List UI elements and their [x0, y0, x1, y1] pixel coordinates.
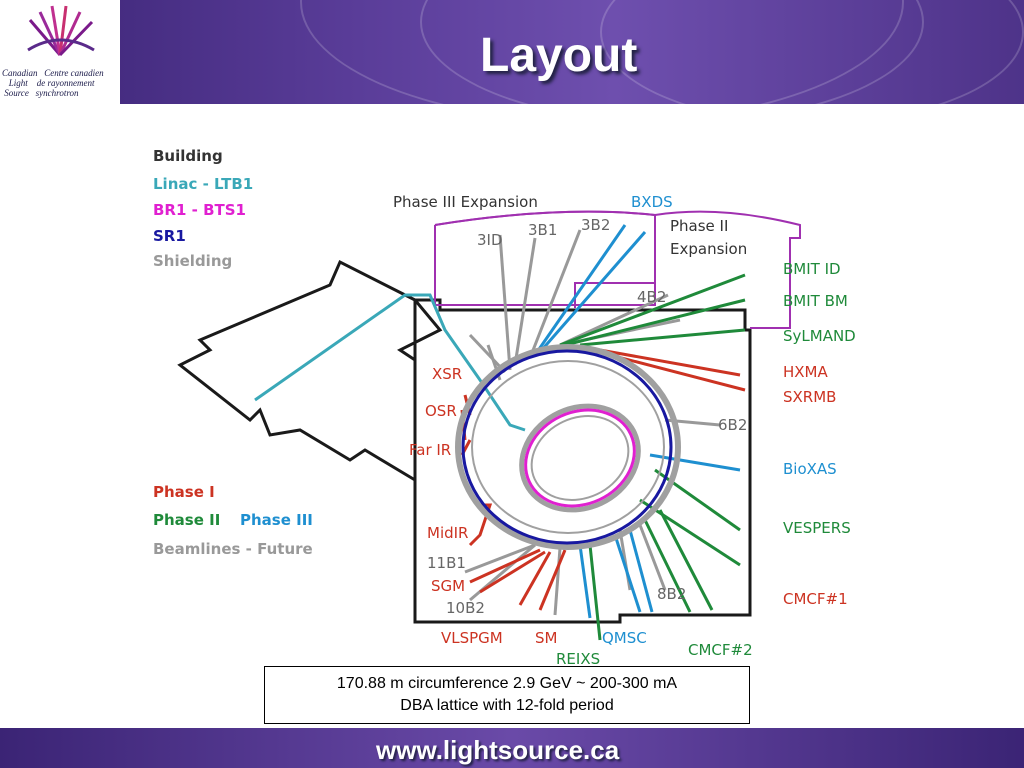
legend-linac: Linac - LTB1	[153, 175, 253, 193]
phase3-beamlines	[533, 224, 741, 619]
label-midir: MidIR	[427, 524, 468, 542]
label-bmit-id: BMIT ID	[783, 260, 841, 278]
header-banner	[0, 0, 1024, 104]
label-bioxas: BioXAS	[783, 460, 837, 478]
storage-ring	[455, 344, 681, 550]
legend-phase2: Phase II	[153, 511, 220, 529]
page-title: Layout	[480, 29, 638, 82]
logo-icon	[27, 5, 95, 57]
future-beamlines	[464, 229, 721, 616]
label-vlspgm: VLSPGM	[441, 629, 503, 647]
legend-phase1: Phase I	[153, 483, 215, 501]
label-sylmand: SyLMAND	[783, 327, 856, 345]
legend: Building Linac - LTB1 BR1 - BTS1 SR1 Shi…	[153, 147, 313, 558]
legend-sr1: SR1	[153, 227, 186, 245]
info-line-1: 170.88 m circumference 2.9 GeV ~ 200-300…	[336, 675, 678, 692]
footer-url: www.lightsource.ca	[376, 735, 620, 765]
info-box: 170.88 m circumference 2.9 GeV ~ 200-300…	[264, 666, 750, 724]
diagram-labels: Phase III Expansion Phase II Expansion B…	[393, 193, 856, 668]
legend-building: Building	[153, 147, 223, 165]
phase1-beamlines	[460, 348, 746, 611]
label-phase2-expansion-2: Expansion	[670, 240, 747, 258]
label-6b2: 6B2	[718, 416, 747, 434]
label-sxrmb: SXRMB	[783, 388, 836, 406]
label-sm: SM	[535, 629, 557, 647]
beamlines	[460, 224, 746, 641]
label-4b2: 4B2	[637, 288, 666, 306]
label-phase3-expansion: Phase III Expansion	[393, 193, 538, 211]
label-cmcf1: CMCF#1	[783, 590, 848, 608]
label-vespers: VESPERS	[783, 519, 851, 537]
footer-banner	[0, 728, 1024, 768]
label-qmsc: QMSC	[602, 629, 647, 647]
legend-br1: BR1 - BTS1	[153, 201, 246, 219]
label-xsr: XSR	[432, 365, 462, 383]
legend-phase3: Phase III	[240, 511, 313, 529]
label-hxma: HXMA	[783, 363, 828, 381]
legend-shielding: Shielding	[153, 252, 232, 270]
label-bxds: BXDS	[631, 193, 673, 211]
label-osr: OSR	[425, 402, 457, 420]
label-farir: Far IR	[409, 441, 451, 459]
label-3b2: 3B2	[581, 216, 610, 234]
info-line-2: DBA lattice with 12-fold period	[400, 697, 614, 714]
phase2-beamlines	[559, 273, 746, 641]
logo: Canadian Centre canadien Light de rayonn…	[0, 0, 120, 104]
label-3b1: 3B1	[528, 221, 557, 239]
label-3id: 3ID	[477, 231, 503, 249]
legend-future: Beamlines - Future	[153, 540, 313, 558]
logo-text: Canadian Centre canadien Light de rayonn…	[2, 68, 104, 98]
label-sgm: SGM	[431, 577, 465, 595]
label-10b2: 10B2	[446, 599, 485, 617]
label-reixs: REIXS	[556, 650, 600, 668]
linac-line	[254, 293, 526, 432]
label-phase2-expansion-1: Phase II	[670, 217, 728, 235]
label-bmit-bm: BMIT BM	[783, 292, 848, 310]
label-cmcf2: CMCF#2	[688, 641, 753, 659]
label-11b1: 11B1	[427, 554, 466, 572]
label-8b2: 8B2	[657, 585, 686, 603]
